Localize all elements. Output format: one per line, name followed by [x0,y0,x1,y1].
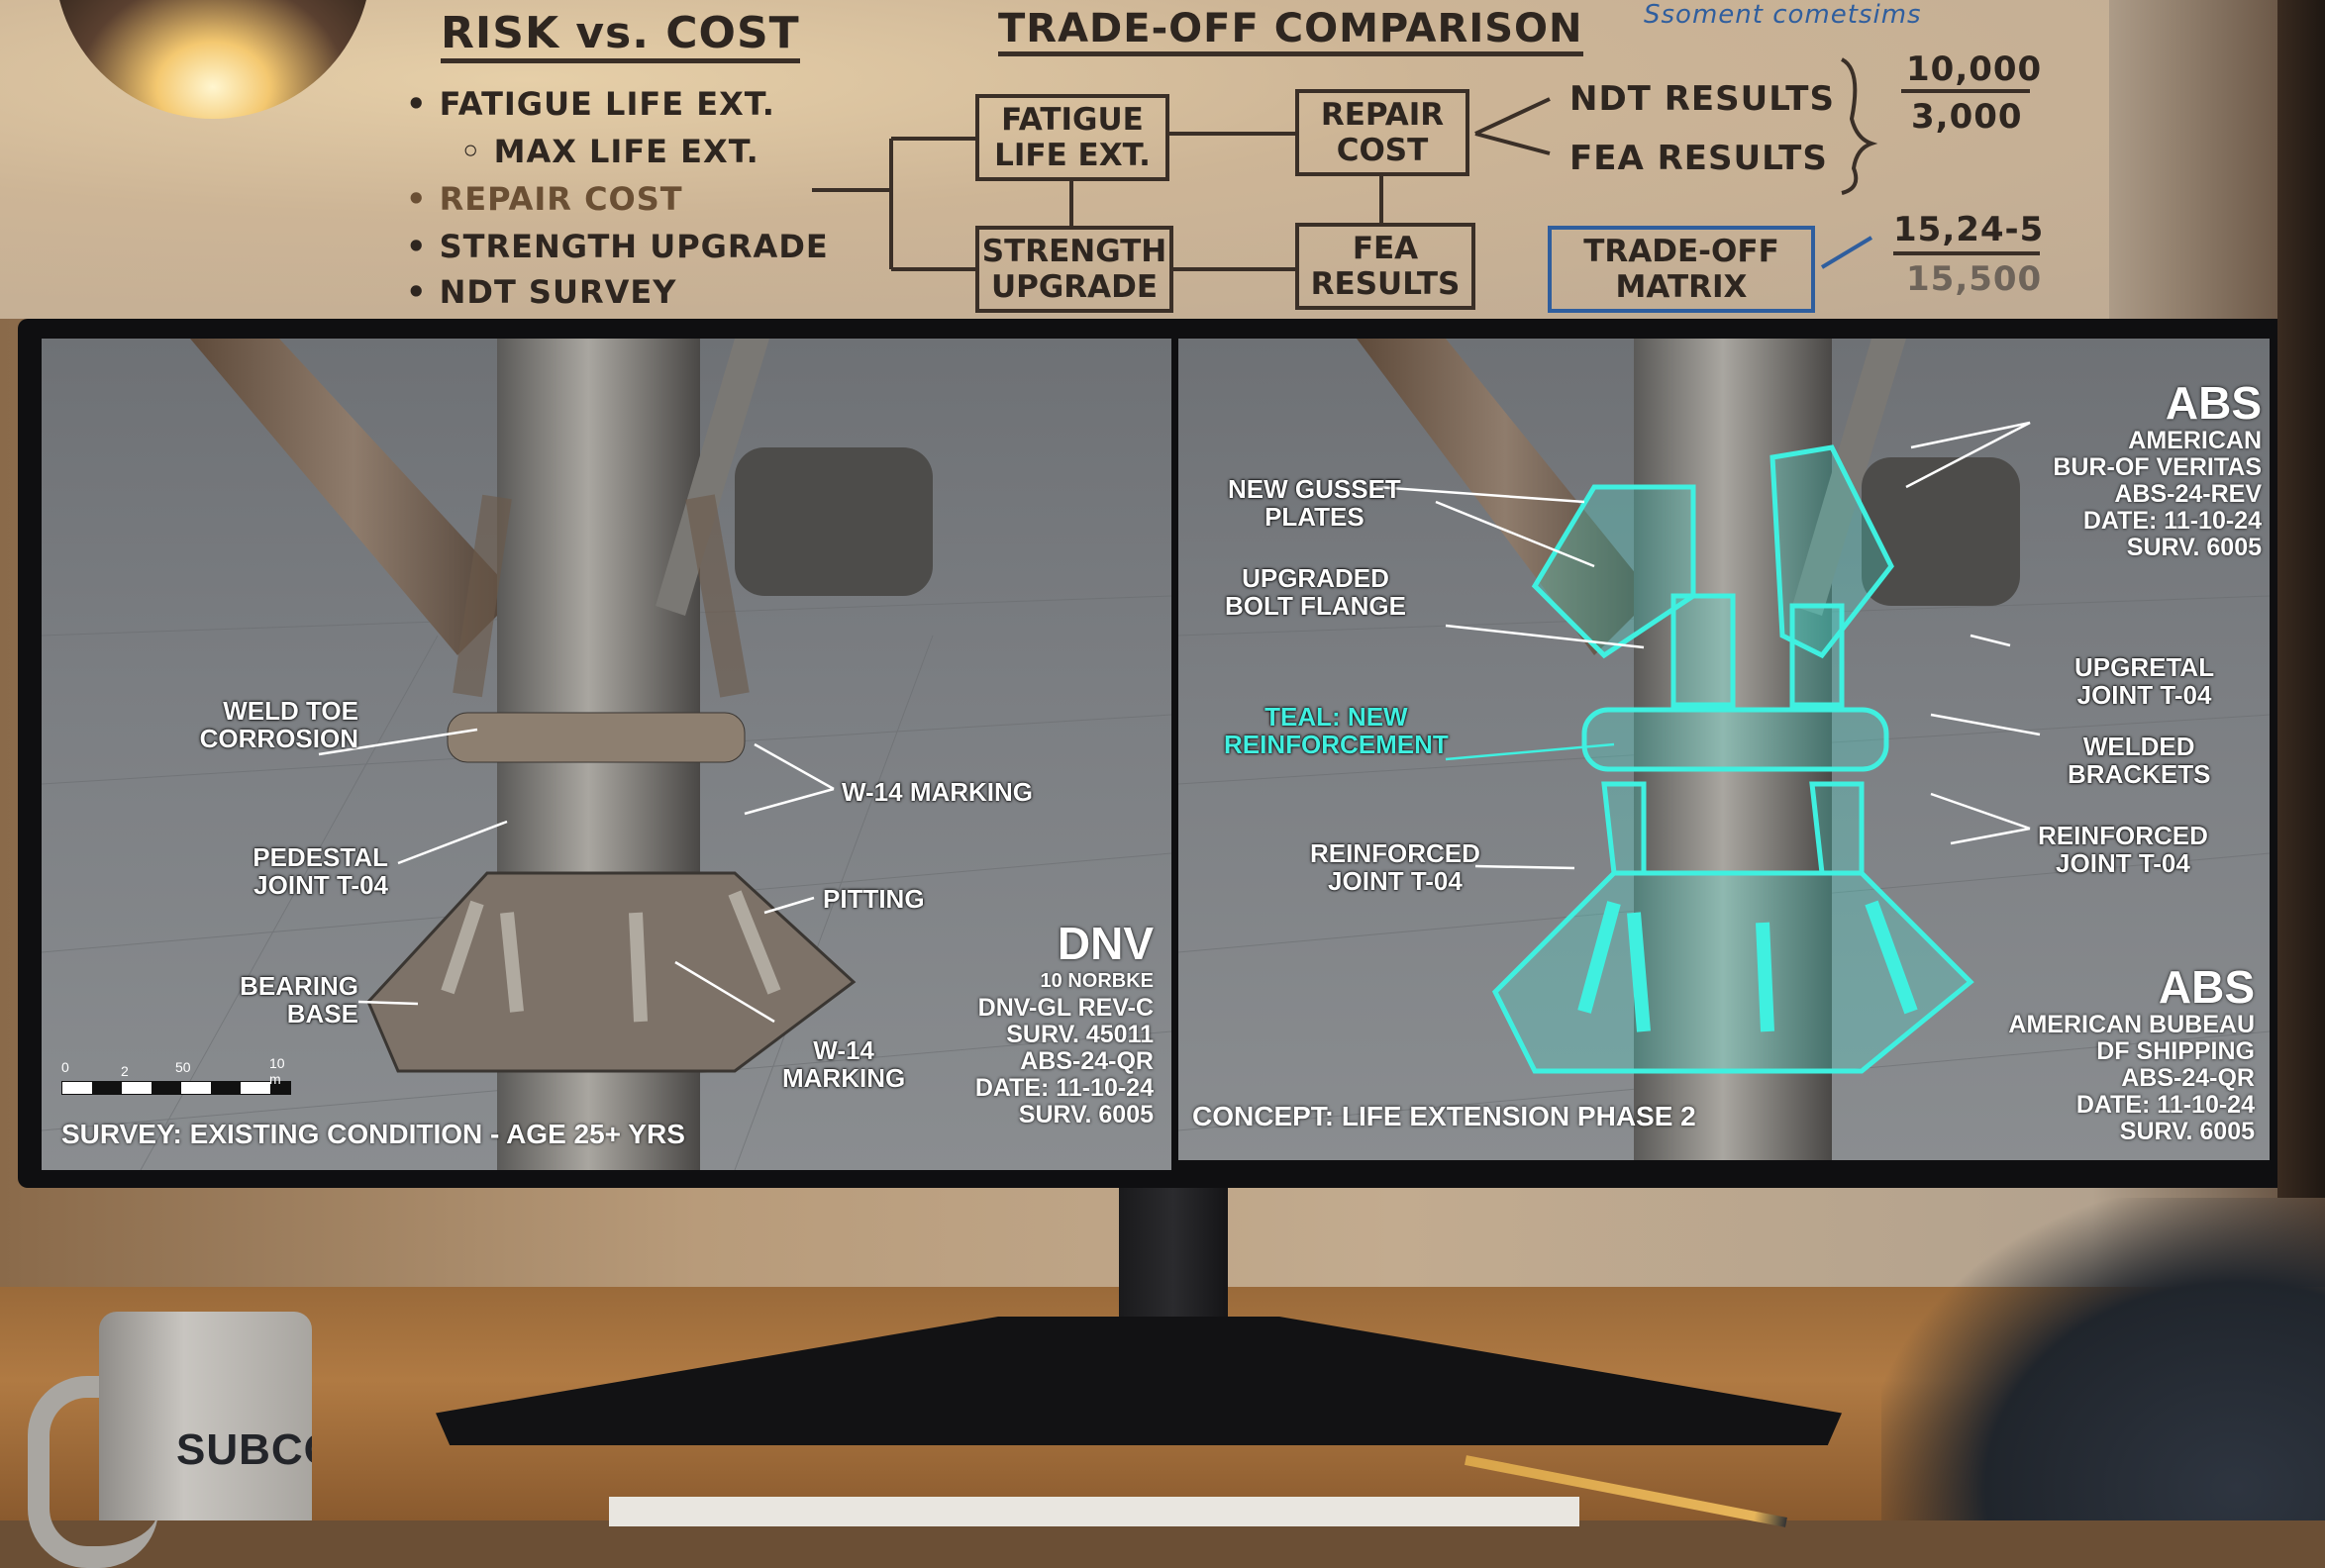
scale-tick: 10 m [269,1055,285,1087]
whiteboard-fraction-num: 10,000 [1906,49,2043,89]
org-line: ABS-24-QR [2121,1064,2255,1092]
org-name: ABS [2158,961,2255,1013]
abs-certification-block-top: ABS AMERICAN BUR-OF VERITAS ABS-24-REV D… [2053,378,2262,561]
org-line: AMERICAN [2128,427,2262,454]
label-upgretal-joint: UPGRETAL JOINT T-04 [2074,652,2215,710]
whiteboard-fraction-num: 15,24-5 [1893,210,2045,249]
org-line: ABS-24-REV [2114,480,2262,508]
whiteboard-fraction-den: 3,000 [1911,97,2023,137]
label-pedestal-joint: PEDESTAL JOINT T-04 [253,842,388,900]
org-line: DNV-GL REV-C [977,994,1154,1022]
org-line: AMERICAN BUBEAU [2008,1011,2255,1038]
whiteboard-box-matrix: TRADE-OFF MATRIX [1548,226,1815,313]
org-line: 10 NORBKE [1040,970,1154,992]
whiteboard-left-heading: RISK vs. COST [441,8,800,63]
flowchart-arrows [812,57,2040,271]
whiteboard-bullet: ◦ MAX LIFE EXT. [460,133,759,170]
scale-tick: 50 [175,1059,191,1075]
teal-reinforcement [1491,444,1974,1074]
scale-tick: 2 [121,1063,129,1079]
whiteboard-center-heading: TRADE-OFF COMPARISON [998,6,1583,56]
structure-render [42,339,1171,1170]
label-pitting: PITTING [823,884,925,914]
scale-tick: 0 [61,1059,69,1075]
whiteboard-bullet: • FATIGUE LIFE EXT. [406,85,775,123]
reinforced-structure-render [1178,339,2270,1160]
org-line: SURV. 6005 [1018,1101,1154,1128]
org-line: DATE: 11-10-24 [974,1074,1154,1102]
paper-sheet [609,1497,1579,1526]
label-reinforced-joint-left: REINFORCED JOINT T-04 [1310,838,1480,896]
org-line: DATE: 11-10-24 [2075,1091,2255,1119]
label-bearing-base: BEARING BASE [240,971,358,1029]
whiteboard-bullet: • REPAIR COST [406,180,683,218]
whiteboard-box-fea: FEA RESULTS [1295,223,1475,310]
org-line: ABS-24-QR [1020,1047,1154,1075]
whiteboard: RISK vs. COST • FATIGUE LIFE EXT. ◦ MAX … [0,0,2109,319]
scale-bar-stripes [61,1081,291,1095]
mug-logo-text: SUBCOM [176,1425,312,1474]
org-line: SURV. 6005 [2126,534,2262,561]
org-line: DATE: 11-10-24 [2082,507,2262,535]
person-silhouette [2277,0,2325,1198]
right-panel-concept: NEW GUSSET PLATES UPGRADED BOLT FLANGE T… [1178,339,2270,1160]
whiteboard-bullet: • STRENGTH UPGRADE [406,228,829,265]
label-weld-toe-corrosion: WELD TOE CORROSION [199,696,358,753]
org-name: DNV [1057,918,1154,969]
abs-certification-block-bottom: ABS AMERICAN BUBEAU DF SHIPPING ABS-24-Q… [2008,962,2255,1145]
dnv-certification-block: DNV 10 NORBKE DNV-GL REV-C SURV. 45011 A… [975,919,1154,1128]
label-new-gusset-plates: NEW GUSSET PLATES [1228,474,1401,532]
left-panel-caption: SURVEY: EXISTING CONDITION - AGE 25+ YRS [61,1119,685,1149]
org-line: BUR-OF VERITAS [2053,453,2262,481]
whiteboard-fraction-den: 15,500 [1906,259,2043,299]
whiteboard-bullet: • NDT SURVEY [406,273,677,311]
monitor-stand-neck [1119,1183,1228,1322]
label-w14-marking: W-14 MARKING [842,777,1034,807]
label-teal-new-reinforcement: TEAL: NEW REINFORCEMENT [1224,702,1449,759]
person-shoulder [1881,1198,2325,1520]
label-reinforced-joint-right: REINFORCED JOINT T-04 [2038,821,2208,878]
org-line: SURV. 45011 [1006,1021,1154,1048]
org-line: DF SHIPPING [2096,1037,2255,1065]
right-panel-caption: CONCEPT: LIFE EXTENSION PHASE 2 [1192,1101,1696,1131]
label-upgraded-bolt-flange: UPGRADED BOLT FLANGE [1225,563,1406,621]
coffee-mug [99,1312,312,1520]
org-name: ABS [2165,377,2262,429]
label-w14-marking-bottom: W-14 MARKING [782,1035,906,1093]
org-line: SURV. 6005 [2119,1118,2255,1145]
whiteboard-ndt-results: NDT RESULTS [1569,79,1835,119]
whiteboard-box-fatigue: FATIGUE LIFE EXT. [975,94,1169,181]
label-welded-brackets: WELDED BRACKETS [2068,732,2211,789]
left-panel-existing-condition: WELD TOE CORROSION PEDESTAL JOINT T-04 B… [42,339,1171,1170]
whiteboard-blue-note: Ssoment cometsims [1644,0,1922,30]
whiteboard-box-repair: REPAIR COST [1295,89,1469,176]
scale-bar: 0 2 50 10 m [61,1055,299,1095]
whiteboard-box-strength: STRENGTH UPGRADE [975,226,1173,313]
whiteboard-fea-results: FEA RESULTS [1569,139,1828,178]
